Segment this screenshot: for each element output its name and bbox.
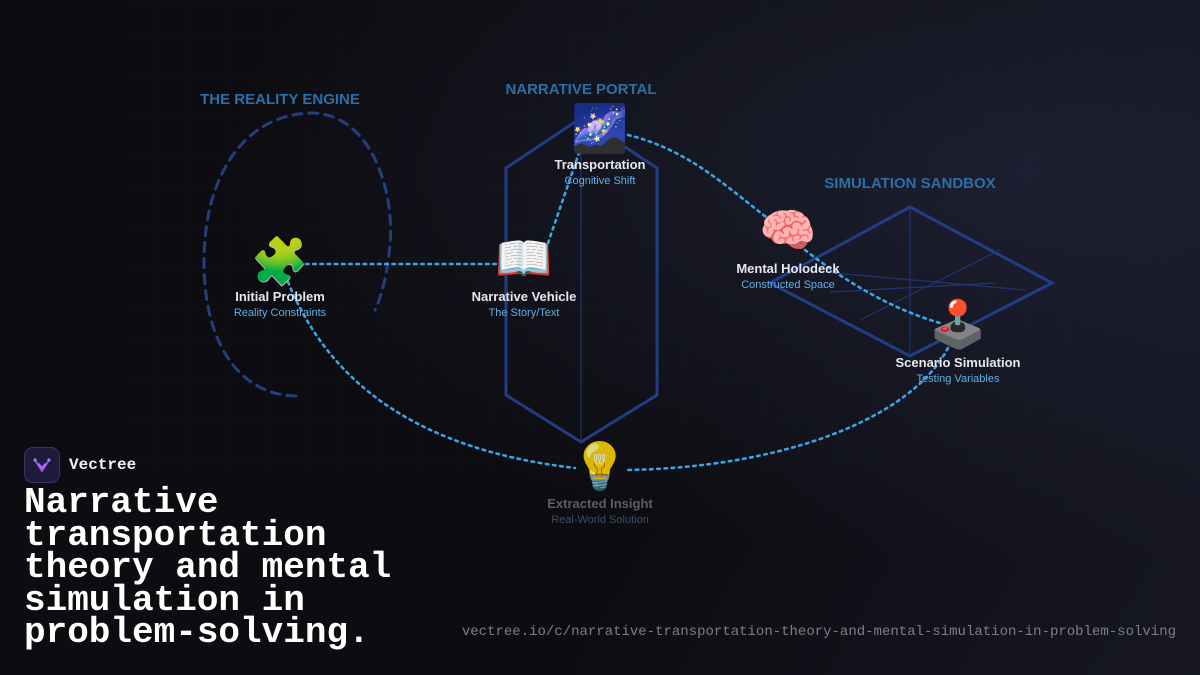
- zone-label-reality-engine: THE REALITY ENGINE: [200, 91, 360, 108]
- simulation-sandbox-grid-line: [799, 269, 1026, 291]
- brain-icon: 🧠: [759, 203, 816, 257]
- node-title-mental-holodeck: Mental Holodeck: [736, 261, 840, 276]
- joystick-icon: 🕹️: [929, 297, 986, 351]
- brand: Vectree: [24, 447, 136, 483]
- light-bulb-icon: 💡: [571, 439, 628, 493]
- node-subtitle-narrative-vehicle: The Story/Text: [489, 307, 560, 319]
- node-subtitle-scenario-simulation: Testing Variables: [917, 373, 1000, 385]
- vectree-logo-icon: [24, 447, 60, 483]
- node-subtitle-initial-problem: Reality Constraints: [234, 307, 327, 319]
- source-url[interactable]: vectree.io/c/narrative-transportation-th…: [461, 624, 1176, 640]
- node-title-transportation: Transportation: [554, 157, 645, 172]
- node-subtitle-mental-holodeck: Constructed Space: [741, 279, 835, 291]
- page-title: Narrative transportation theory and ment…: [24, 482, 392, 653]
- open-book-icon: 📖: [495, 231, 552, 285]
- node-title-narrative-vehicle: Narrative Vehicle: [472, 289, 577, 304]
- link-transportation-to-holodeck: [626, 133, 772, 222]
- zone-label-simulation-sandbox: SIMULATION SANDBOX: [824, 175, 995, 192]
- link-holodeck-to-simulation: [803, 248, 942, 325]
- background-grid: [128, 0, 1073, 470]
- brand-name: Vectree: [69, 456, 137, 474]
- node-subtitle-transportation: Cognitive Shift: [565, 175, 636, 187]
- zone-label-narrative-portal: NARRATIVE PORTAL: [505, 81, 656, 98]
- node-title-extracted-insight: Extracted Insight: [547, 496, 653, 511]
- link-problem-to-insight: [286, 280, 577, 470]
- link-simulation-to-insight: [623, 346, 950, 472]
- link-vehicle-to-transportation: [546, 148, 582, 245]
- node-subtitle-extracted-insight: Real-World Solution: [551, 514, 649, 526]
- simulation-sandbox-grid-line: [859, 249, 1001, 321]
- milky-way-icon: 🌌: [571, 101, 628, 155]
- node-title-scenario-simulation: Scenario Simulation: [896, 355, 1021, 370]
- node-title-initial-problem: Initial Problem: [235, 289, 325, 304]
- puzzle-piece-icon: 🧩: [251, 234, 308, 288]
- reality-engine-loop: [202, 111, 393, 398]
